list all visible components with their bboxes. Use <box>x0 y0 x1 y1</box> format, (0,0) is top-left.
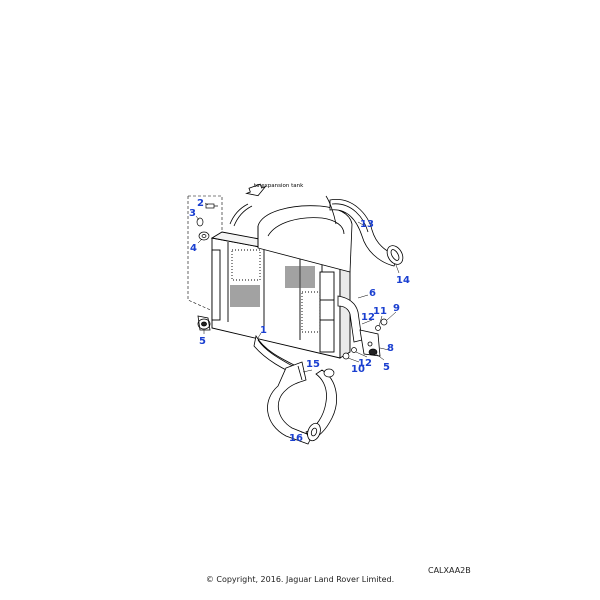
lower-duct-16 <box>305 369 337 442</box>
mount-5-left <box>197 315 211 331</box>
drawing-code: CALXAA2B <box>428 566 471 575</box>
hose-clip-14 <box>386 245 404 265</box>
top-hose-13 <box>325 195 399 267</box>
callout-8: 8 <box>387 343 394 354</box>
callout-1: 1 <box>260 325 267 336</box>
callout-15: 15 <box>306 359 320 370</box>
hose-end-cap-10 <box>323 368 335 378</box>
callout-11: 11 <box>373 306 387 317</box>
fixings-9-11-12 <box>342 318 388 360</box>
callout-5-right: 5 <box>383 362 390 373</box>
callout-3: 3 <box>189 208 196 219</box>
washer-3 <box>196 217 204 227</box>
plug-4 <box>198 231 210 241</box>
callout-13: 13 <box>360 219 374 230</box>
callout-2: 2 <box>197 198 204 209</box>
radiator-illustration <box>210 231 352 359</box>
callout-6: 6 <box>369 288 376 299</box>
bleed-screw-2 <box>205 203 218 209</box>
callout-14: 14 <box>396 275 410 286</box>
copyright-notice: © Copyright, 2016. Jaguar Land Rover Lim… <box>205 575 395 584</box>
arrow-up-icon <box>245 183 267 197</box>
callout-5-left: 5 <box>199 336 206 347</box>
callout-16: 16 <box>289 433 303 444</box>
callout-labels: 2 3 4 5 1 13 14 6 9 11 12 8 12 5 10 15 1… <box>189 198 410 444</box>
fan-cowl-illustration <box>257 205 353 273</box>
callout-9: 9 <box>393 303 400 314</box>
leader-lines <box>195 202 400 435</box>
side-hose-6 <box>337 295 363 343</box>
expansion-tank-note: to expansion tank <box>254 183 304 189</box>
callout-12-upper: 12 <box>361 312 375 323</box>
expansion-tank-hose <box>229 203 253 227</box>
callout-12-lower: 12 <box>358 358 372 369</box>
callout-10: 10 <box>351 364 365 375</box>
dashed-group-outline <box>187 195 223 313</box>
callout-4: 4 <box>190 243 197 254</box>
lower-hose-15 <box>267 361 313 445</box>
